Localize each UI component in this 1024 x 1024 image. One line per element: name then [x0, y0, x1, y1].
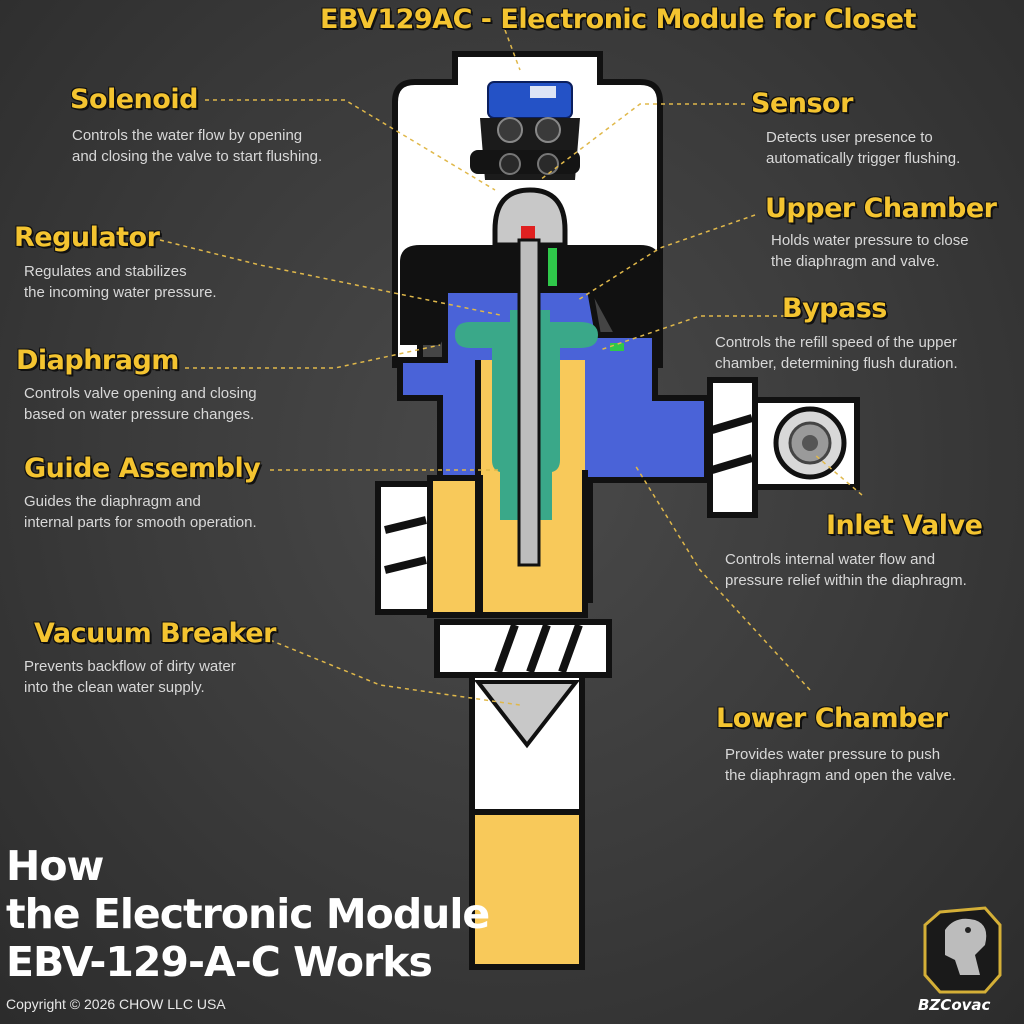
regulator-dome	[492, 187, 568, 248]
sensor-title: Sensor	[751, 88, 853, 119]
brand-logo-icon	[923, 906, 1002, 994]
regulator-title: Regulator	[14, 222, 160, 253]
solenoid-module-icon	[470, 81, 580, 180]
vacuum-nut	[434, 619, 612, 678]
vacuum-breaker-desc-2: into the clean water supply.	[24, 679, 205, 696]
lower-chamber-title: Lower Chamber	[716, 703, 948, 734]
footer-title-line-1: How	[6, 842, 104, 890]
vacuum-breaker-desc-1: Prevents backflow of dirty water	[24, 658, 236, 675]
inlet-valve-desc-2: pressure relief within the diaphragm.	[725, 572, 967, 589]
solenoid-title: Solenoid	[70, 84, 198, 115]
page-header-title: EBV129AC - Electronic Module for Closet	[320, 4, 916, 35]
cap-black	[400, 245, 660, 345]
regulator-desc-2: the incoming water pressure.	[24, 284, 217, 301]
vacuum-cone	[473, 680, 581, 749]
diaphragm-desc-2: based on water pressure changes.	[24, 406, 255, 423]
guide-assembly-desc-2: internal parts for smooth operation.	[24, 514, 257, 531]
footer-title: How the Electronic Module EBV-129-A-C Wo…	[6, 842, 490, 986]
lower-chamber-desc-1: Provides water pressure to push	[725, 746, 941, 763]
diaphragm-title: Diaphragm	[16, 345, 179, 376]
brand-name: BZCovac	[918, 996, 991, 1014]
inlet-valve-desc-1: Controls internal water flow and	[725, 551, 936, 568]
lower-body-yellow	[427, 475, 483, 618]
sensor-desc-1: Detects user presence to	[766, 129, 933, 146]
copyright-text: Copyright © 2026 CHOW LLC USA	[6, 996, 226, 1012]
upper-chamber-title: Upper Chamber	[765, 193, 997, 224]
footer-title-line-3: EBV-129-A-C Works	[6, 938, 433, 986]
inlet-valve-title: Inlet Valve	[826, 510, 983, 541]
footer-title-line-2: the Electronic Module	[6, 890, 490, 938]
bypass-title: Bypass	[782, 293, 887, 324]
solenoid-desc-2: and closing the valve to start flushing.	[72, 148, 323, 165]
guide-assembly-desc-1: Guides the diaphragm and	[24, 493, 201, 510]
vacuum-breaker-title: Vacuum Breaker	[34, 618, 276, 649]
sensor-desc-2: automatically trigger flushing.	[766, 150, 961, 167]
guide-assembly-title: Guide Assembly	[24, 453, 261, 484]
outlet-pipe	[469, 809, 585, 970]
upper-chamber-desc-2: the diaphragm and valve.	[771, 253, 940, 270]
solenoid-desc-1: Controls the water flow by opening	[72, 127, 303, 144]
inlet-nut	[707, 377, 758, 518]
left-fitting	[375, 481, 433, 615]
lower-chamber-desc-2: the diaphragm and open the valve.	[725, 767, 956, 784]
bypass-desc-1: Controls the refill speed of the upper	[715, 334, 957, 351]
regulator-desc-1: Regulates and stabilizes	[24, 263, 187, 280]
diaphragm-desc-1: Controls valve opening and closing	[24, 385, 257, 402]
upper-chamber-desc-1: Holds water pressure to close	[771, 232, 969, 249]
bypass-desc-2: chamber, determining flush duration.	[715, 355, 958, 372]
central-stem	[517, 238, 541, 567]
